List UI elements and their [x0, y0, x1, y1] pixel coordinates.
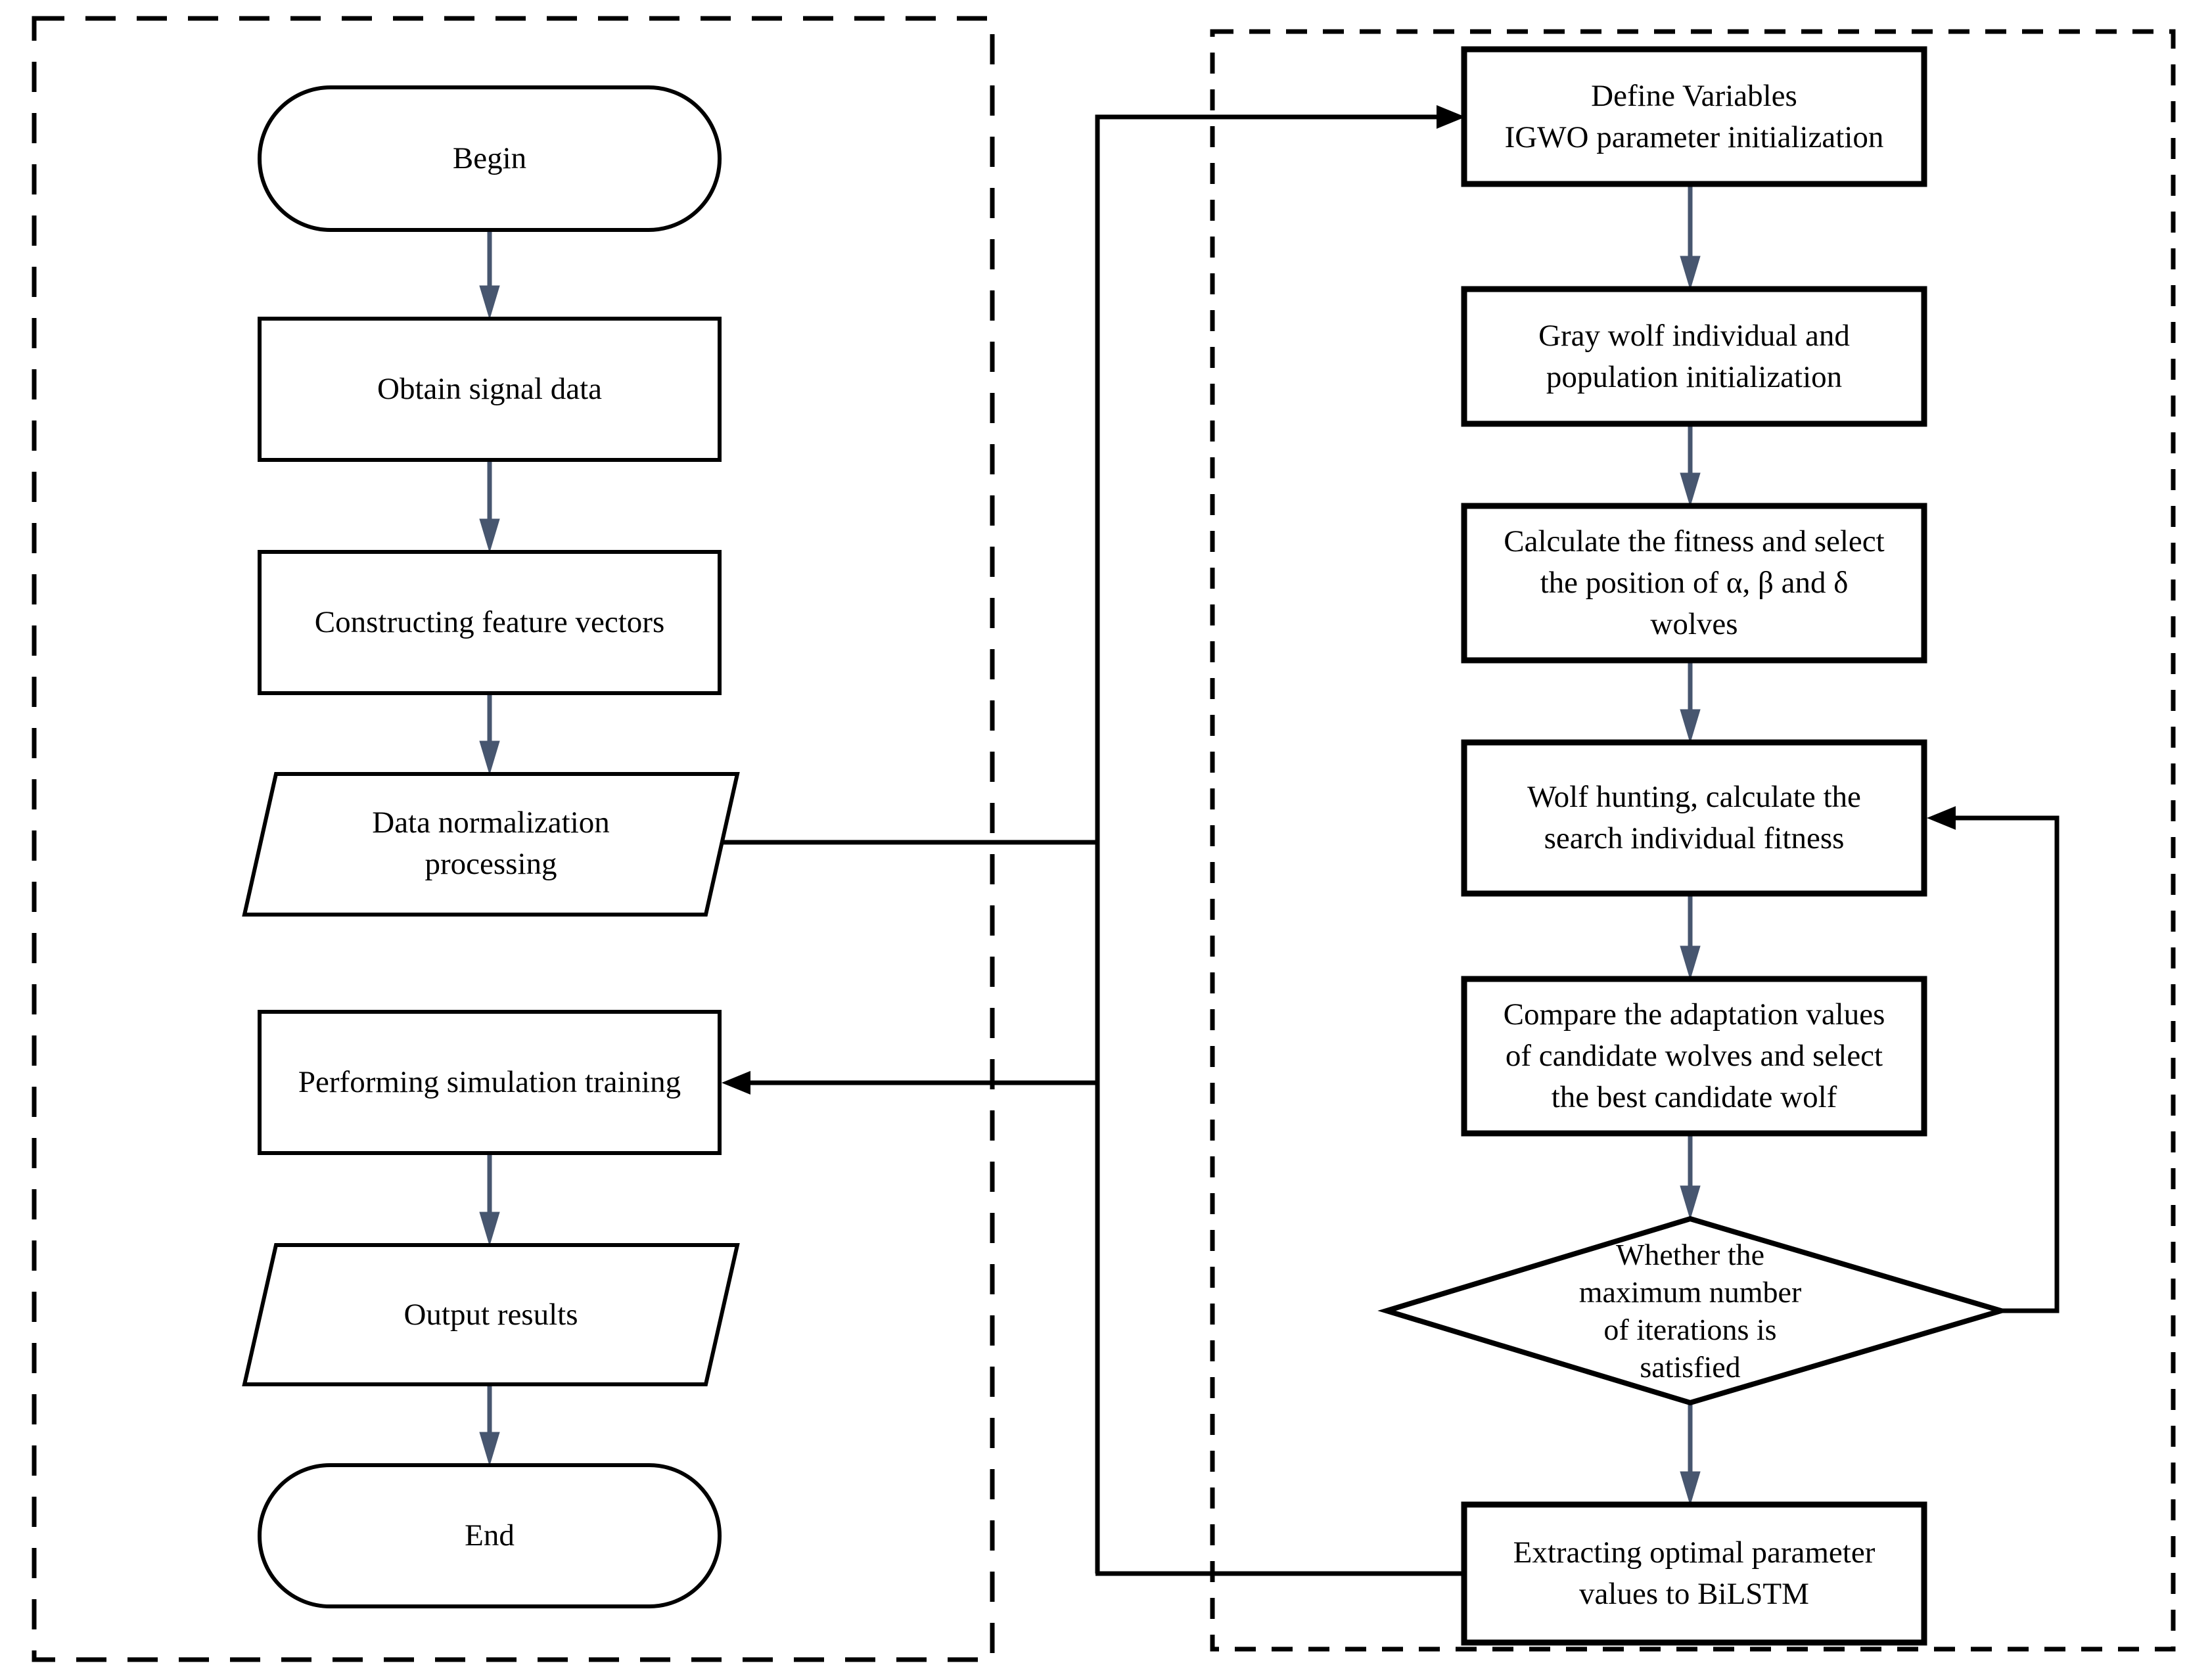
begin-terminator-shape: [258, 85, 722, 232]
define-variables-shape: [1461, 46, 1927, 187]
arrowhead-into-training: [722, 1071, 750, 1095]
arrowhead-compare-decision: [1680, 1185, 1701, 1220]
arrowhead-hunting-compare: [1680, 945, 1701, 980]
node-label-define-variables: Define Variables IGWO parameter initiali…: [1504, 78, 1884, 154]
arrowhead-obtain-construct: [479, 518, 500, 553]
connector-iteration-loop: [1956, 815, 2060, 1313]
performing-simulation-training-shape: [258, 1010, 722, 1155]
constructing-feature-vectors-shape: [258, 550, 722, 695]
connector-corridor-line: [1095, 114, 1437, 1574]
wolf-hunting-shape: [1461, 739, 1927, 897]
node-label-wolf-hunting: Wolf hunting, calculate the search indiv…: [1527, 780, 1861, 855]
arrowhead-graywolf-calc: [1680, 472, 1701, 507]
node-label-calculate-fitness: Calculate the fitness and select the pos…: [1504, 524, 1885, 641]
node-label-end: End: [465, 1518, 515, 1553]
compare-adaptation-shape: [1461, 976, 1927, 1137]
arrowhead-define-graywolf: [1680, 256, 1701, 290]
node-label-obtain-signal: Obtain signal data: [377, 372, 602, 407]
node-label-simulation-training: Performing simulation training: [298, 1065, 681, 1100]
left-step-arrows: [479, 230, 500, 1466]
arrowhead-construct-datanorm: [479, 740, 500, 775]
node-label-extract-parameters: Extracting optimal parameter values to B…: [1513, 1535, 1876, 1611]
node-label-iteration-check: Whether the maximum number of iterations…: [1578, 1237, 1802, 1384]
node-label-feature-vectors: Constructing feature vectors: [314, 605, 665, 640]
iteration-check-diamond-shape: [1377, 1215, 2011, 1406]
arrowhead-into-define-variables: [1437, 105, 1465, 129]
extract-optimal-parameters-shape: [1461, 1501, 1927, 1646]
calculate-fitness-shape: [1461, 503, 1927, 664]
node-label-begin: Begin: [452, 141, 527, 176]
left-panel-dashed-border: [32, 16, 995, 1662]
end-terminator-shape: [258, 1463, 722, 1608]
arrowhead-into-wolf-hunting: [1927, 806, 1956, 830]
node-label-gray-wolf-init: Gray wolf individual and population init…: [1538, 318, 1850, 394]
node-label-output-results: Output results: [403, 1297, 578, 1332]
node-label-compare-adaptation: Compare the adaptation values of candida…: [1503, 997, 1885, 1114]
output-results-parallelogram-shape: [242, 1243, 740, 1386]
arrowhead-decision-extract: [1680, 1471, 1701, 1506]
right-step-arrows: [1680, 184, 1701, 1506]
arrowhead-begin-obtain: [479, 285, 500, 320]
obtain-signal-data-shape: [258, 317, 722, 462]
data-normalization-parallelogram-shape: [242, 772, 740, 917]
arrowhead-output-end: [479, 1432, 500, 1466]
node-label-data-normalization: Data normalization processing: [372, 806, 610, 881]
arrowhead-calc-hunting: [1680, 709, 1701, 744]
gray-wolf-initialization-shape: [1461, 286, 1927, 427]
arrowhead-training-output: [479, 1212, 500, 1246]
right-panel-dashed-border: [1210, 29, 2176, 1652]
